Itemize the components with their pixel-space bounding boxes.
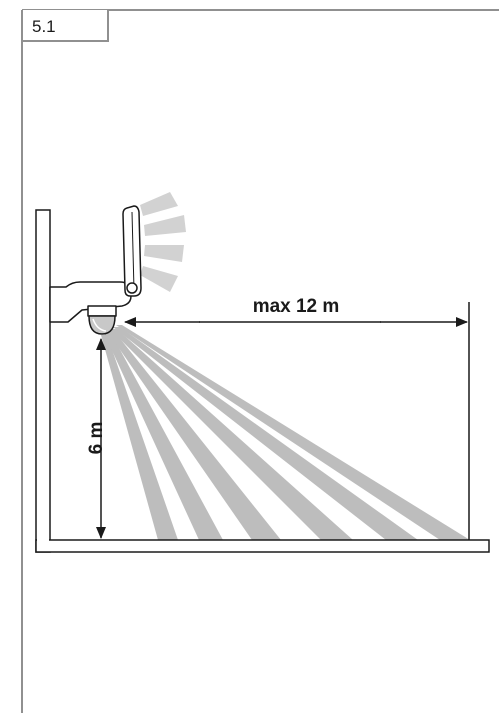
light-ray: [140, 192, 178, 216]
hinge-joint: [126, 282, 138, 294]
light-ray: [144, 215, 186, 236]
height-label: 6 m: [86, 422, 107, 455]
detection-beams: [101, 325, 470, 540]
detection-beam: [101, 335, 178, 540]
detection-beam: [110, 329, 353, 540]
light-ray: [144, 245, 184, 262]
detection-beam: [116, 325, 470, 540]
sensor-housing: [87, 305, 117, 317]
lamp-head: [122, 205, 142, 297]
figure-number: 5.1: [32, 17, 56, 36]
range-dimension: [124, 302, 470, 540]
wall: [35, 209, 51, 553]
floor: [35, 539, 490, 553]
detection-beam: [113, 327, 418, 540]
sensor-dome: [88, 315, 116, 335]
detection-beam: [104, 333, 223, 540]
wall-light-with-motion-sensor-icon: [49, 205, 142, 335]
light-ray: [140, 266, 178, 292]
light-rays: [140, 192, 186, 292]
range-label: max 12 m: [253, 296, 340, 317]
figure-tab: 5.1: [23, 10, 109, 42]
detection-beam: [107, 331, 281, 540]
wall-and-floor: [35, 209, 490, 553]
